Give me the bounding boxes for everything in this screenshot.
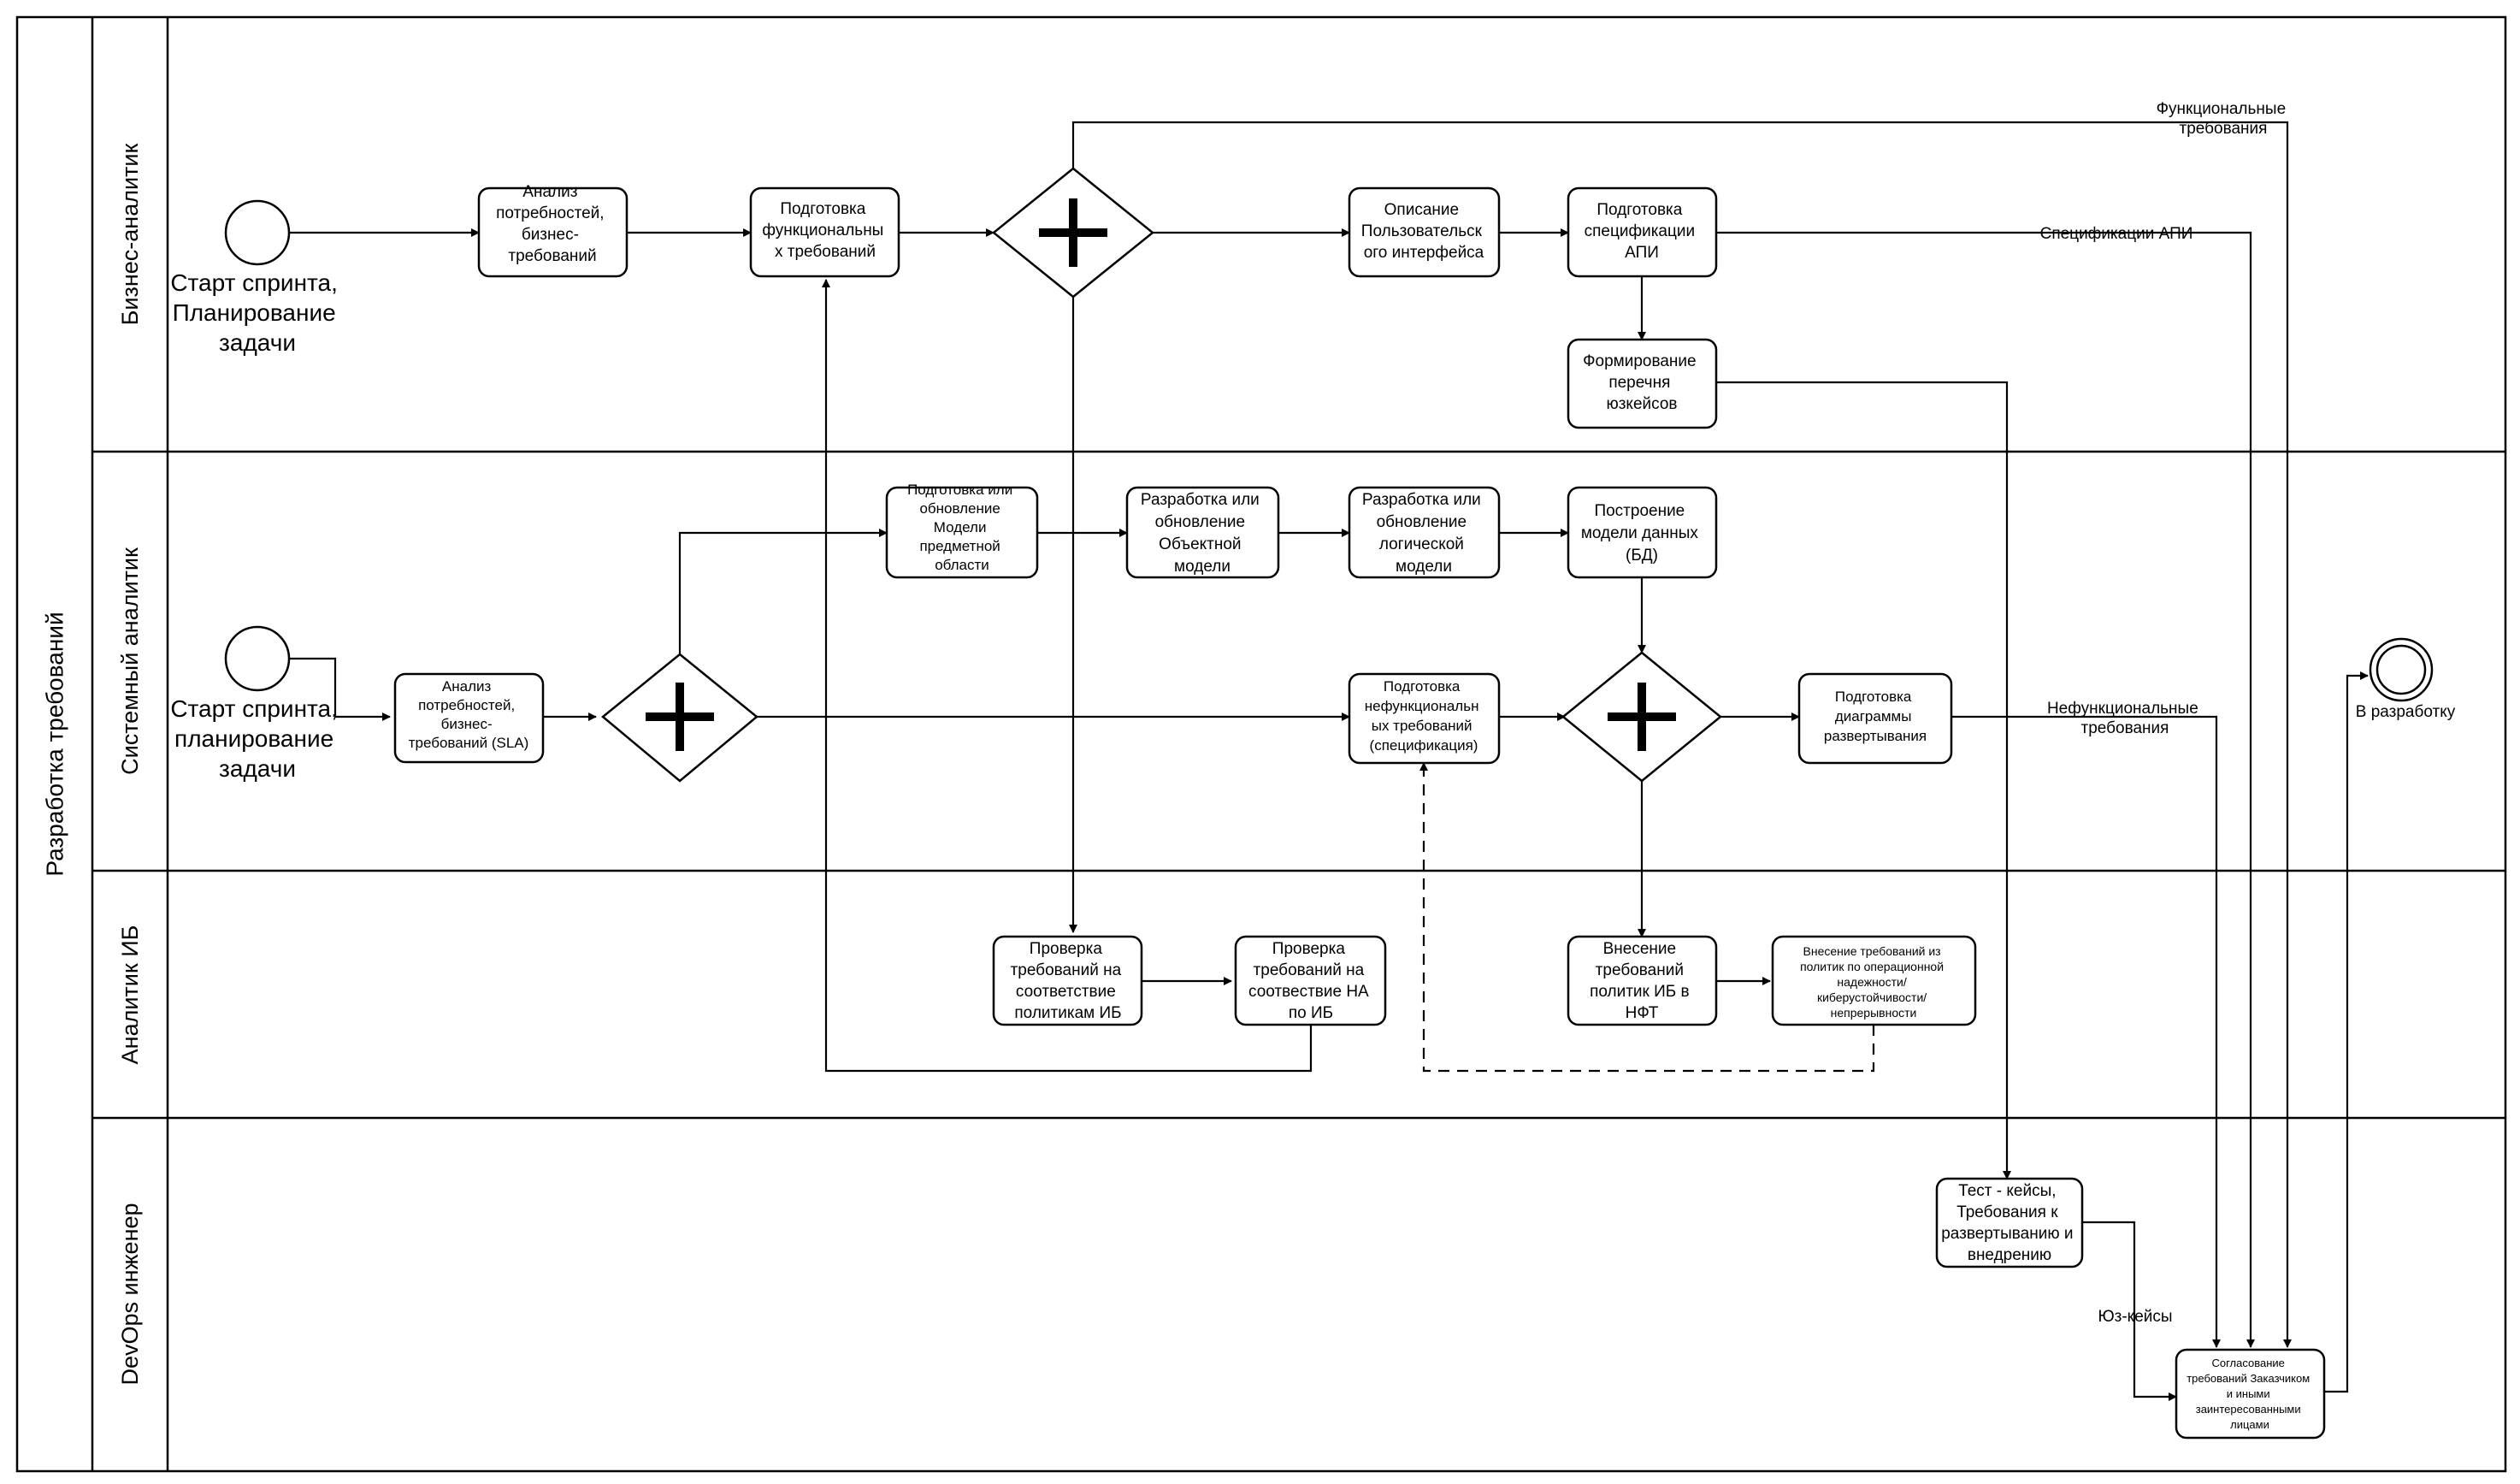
svg-text:Проверка требований на: Проверка требований на соотвествие НА по… xyxy=(1248,940,1373,1022)
task-ib-nfr: Внесение требований политик ИБ в НФТ xyxy=(1567,935,1718,1026)
flow-labels: Функциональные требования Спецификации А… xyxy=(2040,100,2291,1326)
start-event-sa-label: Старт спринта, планирование задачи xyxy=(170,695,344,782)
start-event-ba-label: Старт спринта, Планирование задачи xyxy=(170,269,344,356)
flow-approval-to-end xyxy=(2324,671,2369,1393)
svg-text:Проверка требований на: Проверка требований на соответствие поли… xyxy=(1011,940,1126,1022)
svg-text:Подготовка нефункциона: Подготовка нефункциональн ых требований … xyxy=(1365,678,1483,754)
sequence-flows xyxy=(289,121,2369,1401)
lane-labels: Бизнес-аналитик Системный аналитик Анали… xyxy=(117,143,143,1385)
flow-start-sa-to-analysis xyxy=(289,657,391,721)
task-data-model: Построение модели данных (БД) xyxy=(1567,486,1718,579)
svg-text:Разработка или обновле: Разработка или обновление логической мод… xyxy=(1362,491,1485,576)
svg-text:Подготовка диаграммы: Подготовка диаграммы развертывания xyxy=(1824,689,1927,744)
svg-text:Анализ потребностей,: Анализ потребностей, бизнес- требований xyxy=(496,183,609,265)
gateways xyxy=(601,167,1722,783)
pool-label: Разработка требований xyxy=(42,612,68,876)
flow-nonfunctional-requirements xyxy=(1951,715,2221,1348)
start-event-ba xyxy=(224,199,291,266)
flow-label-functional: Функциональные требования xyxy=(2157,100,2291,138)
flow-gateway-to-domain-model xyxy=(678,529,888,654)
svg-text:Описание Пользовательс: Описание Пользовательск ого интерфейса xyxy=(1361,201,1486,262)
parallel-gateway-sa-left xyxy=(601,653,758,783)
flow-label-nonfunctional: Нефункциональные требования xyxy=(2047,700,2203,737)
flow-na-feedback-to-func-req xyxy=(822,279,1313,1073)
parallel-gateway-sa-right xyxy=(1561,651,1722,783)
flow-policies-feedback-to-nfr xyxy=(1419,762,1875,1073)
start-event-sa xyxy=(224,625,291,692)
end-event-label: В разработку xyxy=(2356,703,2456,721)
task-nfr: Подготовка нефункциональн ых требований … xyxy=(1348,672,1501,765)
task-usecases: Формирование перечня юзкейсов xyxy=(1567,338,1718,429)
svg-text:Анализ потребностей,: Анализ потребностей, бизнес- требований … xyxy=(409,678,529,751)
task-ib-policies: Внесение требований из политик по операц… xyxy=(1771,935,1977,1026)
task-object-model: Разработка или обновление Объектной моде… xyxy=(1125,486,1280,579)
task-ui: Описание Пользовательск ого интерфейса xyxy=(1348,186,1501,278)
svg-text:Согласование требовани: Согласование требований Заказчиком и ины… xyxy=(2187,1357,2313,1431)
lane-label-ba: Бизнес-аналитик xyxy=(117,143,143,325)
flow-api-specifications xyxy=(1716,231,2255,1348)
lane-label-ib: Аналитик ИБ xyxy=(117,925,143,1065)
svg-text:Подготовка спецификаци: Подготовка спецификации АПИ xyxy=(1585,201,1700,262)
svg-text:Построение модели данн: Построение модели данных (БД) xyxy=(1581,502,1703,565)
task-ib-check-policy: Проверка требований на соответствие поли… xyxy=(992,935,1143,1026)
svg-text:Формирование перечня: Формирование перечня юзкейсов xyxy=(1583,352,1701,413)
task-testcases: Тест - кейсы, Требования к развертыванию… xyxy=(1935,1177,2084,1268)
task-ba-analysis: Анализ потребностей, бизнес- требований xyxy=(477,183,629,278)
lane-label-sa: Системный аналитик xyxy=(117,547,143,775)
flow-label-usecases: Юз-кейсы xyxy=(2098,1308,2172,1326)
flow-usecases-to-testcases xyxy=(1716,381,2011,1180)
pool-border xyxy=(15,15,2507,1473)
lane-label-devops: DevOps инженер xyxy=(117,1203,143,1385)
events: Старт спринта, Планирование задачи Старт… xyxy=(170,199,2456,782)
svg-text:Тест - кейсы, Требован: Тест - кейсы, Требования к развертыванию… xyxy=(1941,1182,2078,1264)
svg-text:Подготовка или обновле: Подготовка или обновление Модели предмет… xyxy=(907,482,1017,573)
task-logical-model: Разработка или обновление логической мод… xyxy=(1348,486,1501,579)
end-event-inner xyxy=(2375,644,2427,695)
svg-text:Подготовка функциональ: Подготовка функциональны х требований xyxy=(762,200,888,261)
task-api-spec: Подготовка спецификации АПИ xyxy=(1567,186,1718,278)
task-deploy-diagram: Подготовка диаграммы развертывания xyxy=(1797,672,1953,765)
task-sa-analysis: Анализ потребностей, бизнес- требований … xyxy=(393,672,545,764)
parallel-gateway-ba xyxy=(992,167,1154,299)
task-approval: Согласование требований Заказчиком и ины… xyxy=(2175,1348,2326,1440)
svg-text:Внесение требований из: Внесение требований из политик по операц… xyxy=(1800,944,1947,1020)
tasks: Анализ потребностей, бизнес- требований … xyxy=(393,183,2326,1440)
task-func-req: Подготовка функциональны х требований xyxy=(749,186,900,278)
svg-text:Разработка или обновле: Разработка или обновление Объектной моде… xyxy=(1141,491,1264,576)
task-ib-check-na: Проверка требований на соотвествие НА по… xyxy=(1234,935,1387,1026)
flow-testcases-to-approval xyxy=(2082,1221,2177,1401)
task-domain-model: Подготовка или обновление Модели предмет… xyxy=(885,482,1039,579)
pool: Разработка требований xyxy=(15,15,2507,1473)
flow-functional-requirements xyxy=(1071,121,2292,1348)
flow-label-api: Спецификации АПИ xyxy=(2040,225,2193,243)
svg-text:Внесение требований: Внесение требований политик ИБ в НФТ xyxy=(1590,940,1694,1022)
